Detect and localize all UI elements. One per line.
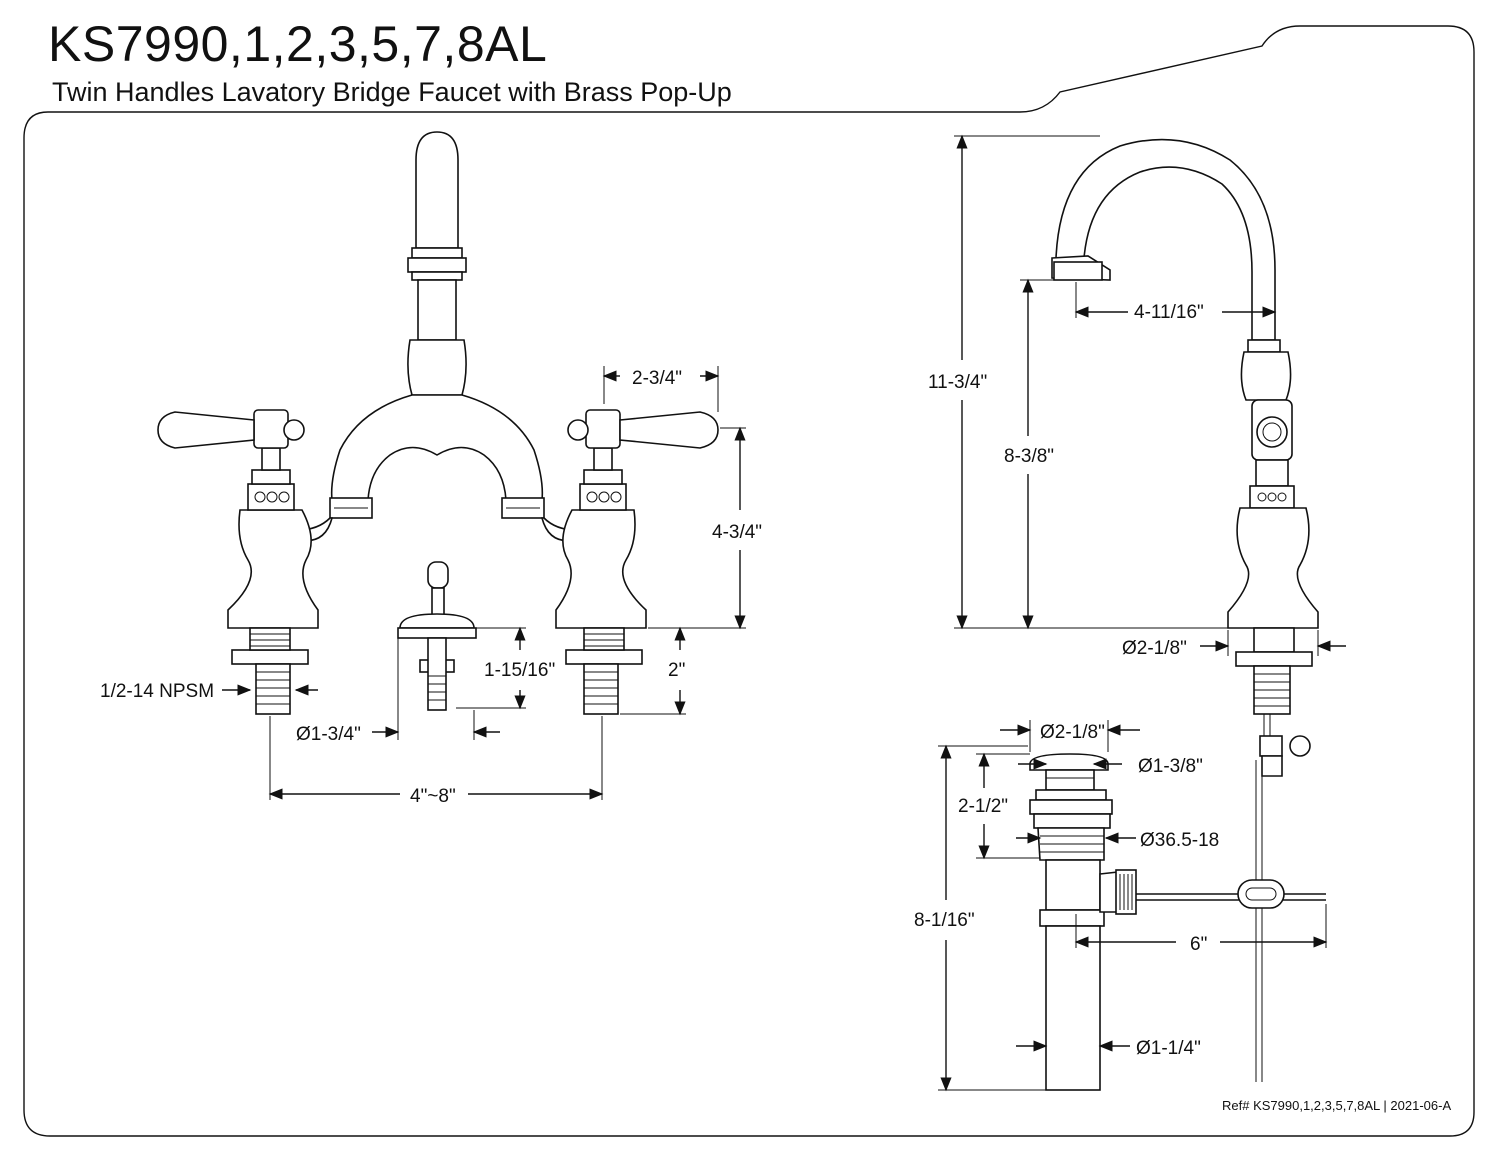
footer-ref: Ref# KS7990,1,2,3,5,7,8AL | 2021-06-A: [1222, 1098, 1451, 1113]
dim-body-height: 4-3/4": [712, 522, 762, 543]
drain-assembly: [1029, 753, 1326, 1091]
dim-thread: 1/2-14 NPSM: [100, 681, 214, 702]
dim-drain-top-dia: Ø2-1/8": [1040, 722, 1105, 743]
dim-spout-reach: 4-11/16": [1134, 302, 1204, 323]
page-frame: [23, 25, 1475, 1137]
dim-center-spread: 4"~8": [410, 786, 456, 807]
side-view-dimensions: [954, 134, 1346, 656]
side-view-faucet: [1051, 138, 1319, 1082]
drain-dimensions: [938, 720, 1328, 1092]
dim-spout-clearance: 8-3/8": [1004, 446, 1054, 467]
dim-drain-thread: Ø36.5-18: [1140, 830, 1219, 851]
dim-overall-height: 11-3/4": [928, 372, 987, 393]
front-view-dimensions: [222, 366, 746, 800]
dim-drain-flange-height: 2-1/2": [958, 796, 1008, 817]
dim-tailpiece-dia: Ø1-1/4": [1136, 1038, 1201, 1059]
dim-popup-shank-height: 1-15/16": [484, 660, 555, 681]
dim-handle-spread: 2-3/4": [632, 368, 682, 389]
page-subtitle: Twin Handles Lavatory Bridge Faucet with…: [52, 77, 732, 107]
page-title: KS7990,1,2,3,5,7,8AL: [48, 16, 548, 72]
dim-shank-length: 2": [668, 660, 685, 681]
dim-drain-stopper-dia: Ø1-3/8": [1138, 756, 1203, 777]
dim-drain-total-height: 8-1/16": [914, 910, 975, 931]
dim-lift-rod-length: 6": [1190, 934, 1207, 955]
dim-popup-hole-dia: Ø1-3/4": [296, 724, 361, 745]
front-view-faucet: [157, 131, 719, 715]
dim-base-dia: Ø2-1/8": [1122, 638, 1187, 659]
